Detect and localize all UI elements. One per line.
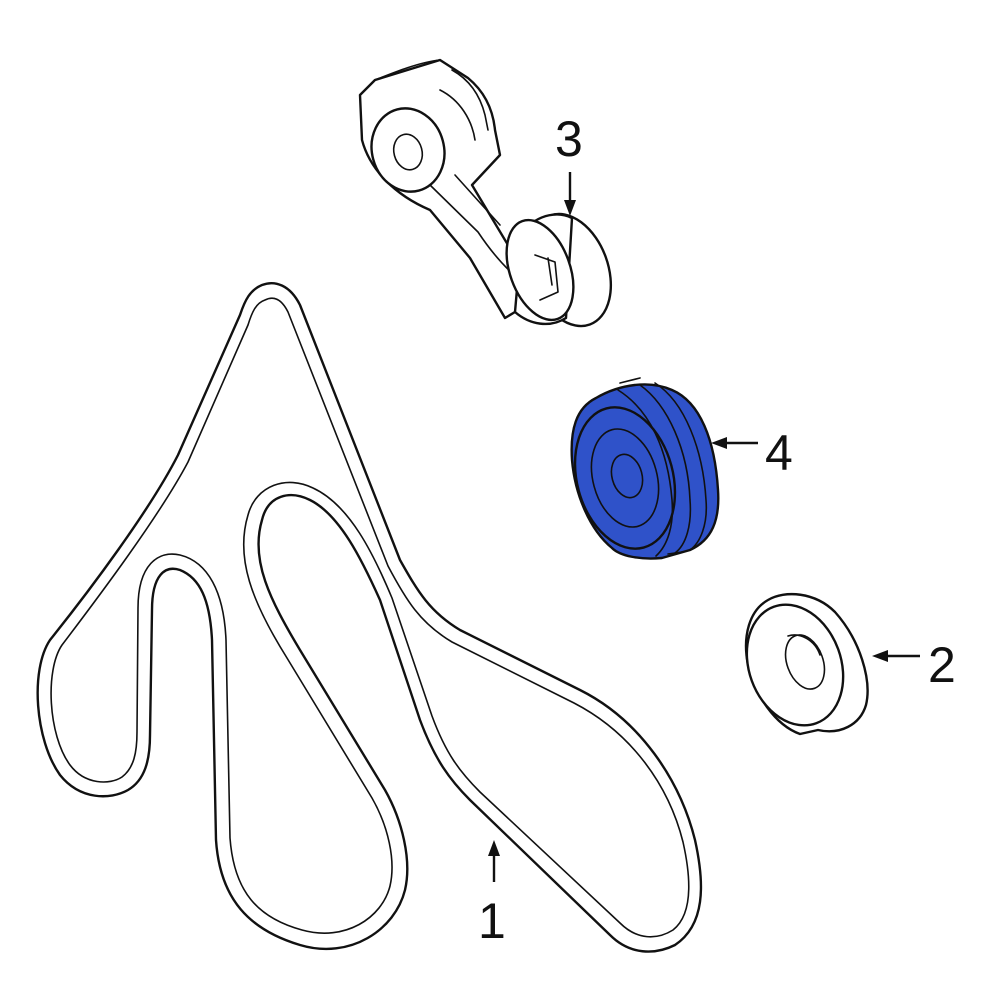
callout-4: 4 (711, 425, 793, 481)
belt-tensioner-assembly[interactable] (358, 58, 626, 337)
callout-2-label: 2 (928, 637, 956, 693)
idler-pulley-highlighted[interactable] (560, 377, 720, 560)
callout-3-label: 3 (555, 111, 583, 167)
callout-4-label: 4 (765, 425, 793, 481)
pulley-front-face (573, 406, 677, 550)
callout-1: 1 (478, 840, 506, 949)
callout-3: 3 (555, 111, 583, 216)
callout-2: 2 (872, 637, 956, 693)
callout-1-label: 1 (478, 893, 506, 949)
pulley-spacer[interactable] (731, 591, 869, 739)
serpentine-belt[interactable] (36, 282, 703, 953)
